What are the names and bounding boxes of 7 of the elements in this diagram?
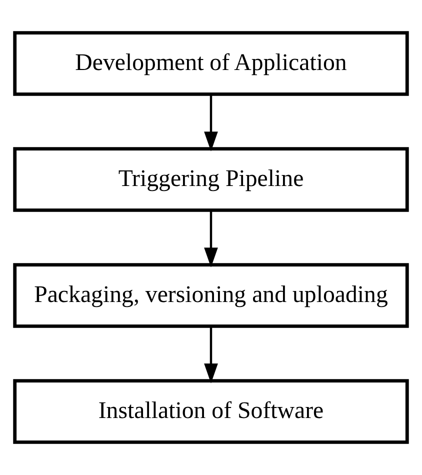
arrow xyxy=(204,210,218,268)
arrow xyxy=(204,326,218,384)
node-box: Installation of Software xyxy=(13,379,409,444)
node-box: Development of Application xyxy=(13,31,409,96)
node-box: Packaging, versioning and uploading xyxy=(13,263,409,328)
arrow xyxy=(204,94,218,152)
node-box: Triggering Pipeline xyxy=(13,147,409,212)
